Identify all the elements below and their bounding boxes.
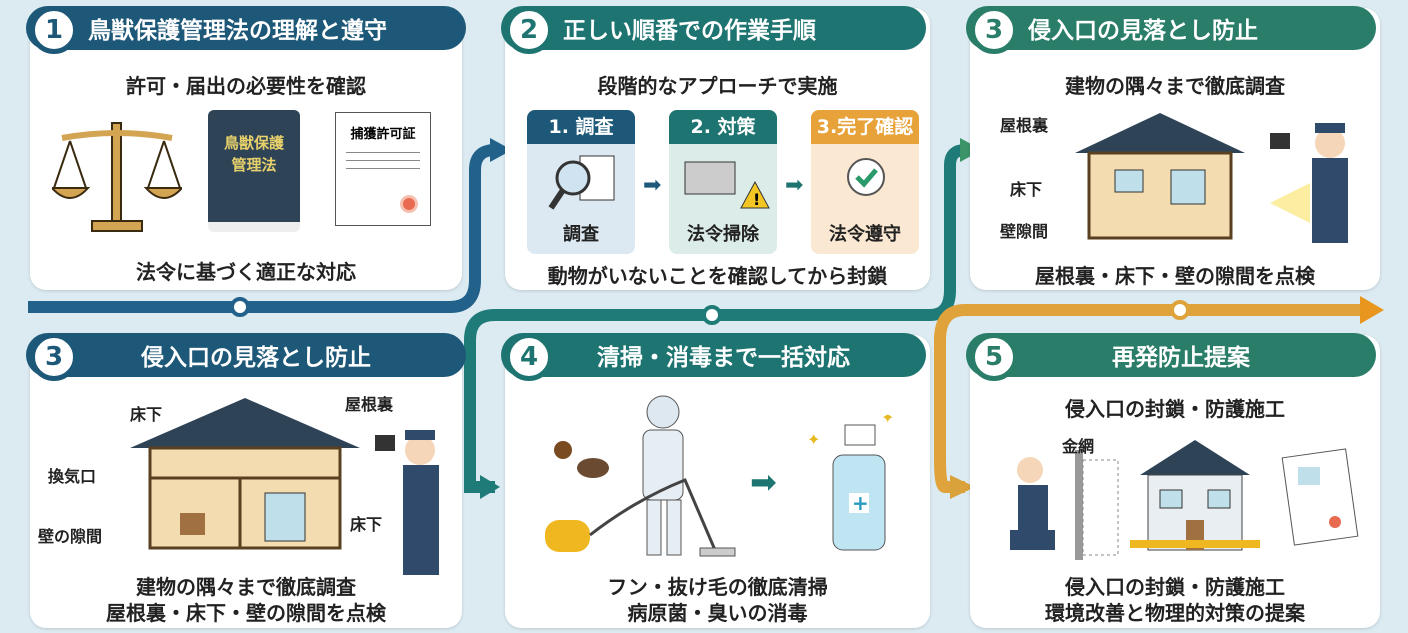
panel-footer: 法令に基づく適正な対応 bbox=[136, 260, 356, 284]
magnifier-notepad-icon bbox=[548, 155, 615, 210]
scales-of-justice-icon bbox=[52, 122, 182, 232]
arrow-right-icon: ➡ bbox=[750, 463, 777, 501]
panel-footer-line: 病原菌・臭いの消毒 bbox=[627, 601, 808, 625]
panel-entry-inspection-bottom: 侵入口の見落とし防止 3 床下 屋根裏 換気口 壁の隙間 床下 建物の隅々まで徹… bbox=[26, 333, 466, 628]
step-caption: 法令遵守 bbox=[829, 224, 901, 245]
worker-vacuuming-icon bbox=[545, 395, 736, 557]
panel-subtitle: 侵入口の封鎖・防護施工 bbox=[1065, 397, 1285, 421]
step-caption: 法令掃除 bbox=[687, 224, 759, 245]
step-label: 2. 対策 bbox=[669, 110, 777, 144]
panel-footer-line: 建物の隅々まで徹底調査 bbox=[136, 575, 356, 599]
book-title-line: 鳥獣保護 bbox=[223, 134, 284, 152]
callout-underfloor: 床下 bbox=[1010, 180, 1043, 199]
panel-header: 正しい順番での作業手順 bbox=[501, 6, 926, 50]
inspector-with-thermal-camera-icon bbox=[375, 430, 439, 575]
panel-footer: 屋根裏・床下・壁の隙間を点検 bbox=[1035, 264, 1315, 288]
panel-title: 清掃・消毒まで一括対応 bbox=[597, 345, 850, 371]
panel-header: 清掃・消毒まで一括対応 bbox=[501, 333, 926, 377]
step-number-badge: 3 bbox=[970, 6, 1018, 54]
inspector-with-thermal-camera-icon bbox=[1270, 123, 1348, 243]
step-label: 3.完了確認 bbox=[811, 110, 919, 144]
worker-installing-wire-mesh-icon bbox=[1010, 450, 1119, 560]
book-title-line: 管理法 bbox=[231, 156, 277, 174]
step-number-badge: 3 bbox=[30, 333, 78, 381]
panel-title: 侵入口の見落とし防止 bbox=[1028, 18, 1258, 44]
callout-wire-mesh: 金網 bbox=[1062, 437, 1095, 456]
step-number-badge: 1 bbox=[30, 6, 78, 54]
panel-footer-line: 侵入口の封鎖・防護施工 bbox=[1065, 575, 1285, 599]
house-cross-section-icon bbox=[130, 398, 360, 550]
panel-title: 再発防止提案 bbox=[1112, 345, 1250, 371]
panel-header: 侵入口の見落とし防止 bbox=[966, 6, 1376, 50]
law-book-icon: 鳥獣保護管理法 bbox=[208, 110, 300, 232]
panel-subtitle: 段階的なアプローチで実施 bbox=[597, 74, 838, 98]
panel-subtitle: 許可・届出の必要性を確認 bbox=[126, 74, 366, 98]
svg-text:+: + bbox=[852, 491, 869, 515]
callout-vent: 換気口 bbox=[48, 467, 97, 486]
step-countermeasure: 2. 対策 ! 法令掃除 bbox=[669, 110, 777, 254]
panel-law-compliance: 鳥獣保護管理法の理解と遵守 1 許可・届出の必要性を確認 鳥獣保護管理法 捕獲許… bbox=[26, 6, 466, 290]
step-label: 1. 調査 bbox=[527, 110, 635, 144]
step-number-badge: 5 bbox=[970, 333, 1018, 381]
disinfectant-spray-icon: + ✦ ✦ bbox=[807, 415, 894, 551]
arrow-right-icon: ➡ bbox=[643, 173, 662, 198]
capture-permit-document: 捕獲許可証 bbox=[335, 112, 431, 226]
house-cross-section-icon bbox=[1075, 113, 1245, 240]
callout-attic: 屋根裏 bbox=[1000, 116, 1049, 135]
step-survey: 1. 調査 調査 bbox=[527, 110, 635, 254]
step-caption: 調査 bbox=[563, 224, 599, 245]
panel-title: 侵入口の見落とし防止 bbox=[141, 345, 371, 371]
cage-trap-warning-icon: ! bbox=[684, 161, 770, 209]
certificate-title: 捕獲許可証 bbox=[350, 127, 416, 142]
arrow-right-icon: ➡ bbox=[785, 173, 804, 198]
panel-recurrence-prevention: 再発防止提案 5 侵入口の封鎖・防護施工 金網 侵入口の封鎖・防護施工 環境改善… bbox=[966, 333, 1380, 628]
panel-work-procedure: 正しい順番での作業手順 2 段階的なアプローチで実施 1. 調査 調査 ➡ 2.… bbox=[501, 6, 930, 290]
step-completion-check: 3.完了確認 法令遵守 bbox=[811, 110, 919, 254]
panel-footer-line: 屋根裏・床下・壁の隙間を点検 bbox=[106, 601, 386, 625]
callout-wall-gap: 壁の隙間 bbox=[38, 527, 103, 546]
panel-title: 正しい順番での作業手順 bbox=[563, 18, 816, 44]
panel-title: 鳥獣保護管理法の理解と遵守 bbox=[88, 18, 387, 44]
svg-text:✦: ✦ bbox=[881, 415, 894, 427]
panel-subtitle: 建物の隅々まで徹底調査 bbox=[1065, 74, 1285, 98]
panel-footer-line: フン・抜け毛の徹底清掃 bbox=[607, 575, 828, 599]
panel-header: 侵入口の見落とし防止 bbox=[26, 333, 466, 377]
panel-header: 再発防止提案 bbox=[966, 333, 1376, 377]
svg-text:✦: ✦ bbox=[807, 430, 820, 449]
check-circle-icon bbox=[847, 158, 885, 196]
callout-underfloor: 床下 bbox=[130, 405, 163, 424]
panel-footer: 動物がいないことを確認してから封鎖 bbox=[547, 264, 888, 288]
panel-cleaning-disinfection: 清掃・消毒まで一括対応 4 ➡ + ✦ ✦ フン・抜け毛の徹底清掃 病原菌・臭いの消… bbox=[501, 333, 930, 628]
panel-header: 鳥獣保護管理法の理解と遵守 bbox=[26, 6, 466, 50]
seal-icon bbox=[400, 195, 418, 213]
panel-entry-inspection-top: 侵入口の見落とし防止 3 建物の隅々まで徹底調査 屋根裏 床下 壁隙間 屋根裏・… bbox=[966, 6, 1380, 290]
svg-text:!: ! bbox=[753, 190, 760, 209]
protected-house-icon bbox=[1130, 440, 1260, 551]
callout-attic: 屋根裏 bbox=[345, 395, 394, 414]
callout-underfloor: 床下 bbox=[350, 515, 383, 534]
step-number-badge: 4 bbox=[505, 333, 553, 381]
proposal-document-icon bbox=[1281, 448, 1359, 546]
callout-wall-gap: 壁隙間 bbox=[1000, 222, 1049, 241]
panel-footer-line: 環境改善と物理的対策の提案 bbox=[1045, 601, 1305, 625]
step-number-badge: 2 bbox=[505, 6, 553, 54]
